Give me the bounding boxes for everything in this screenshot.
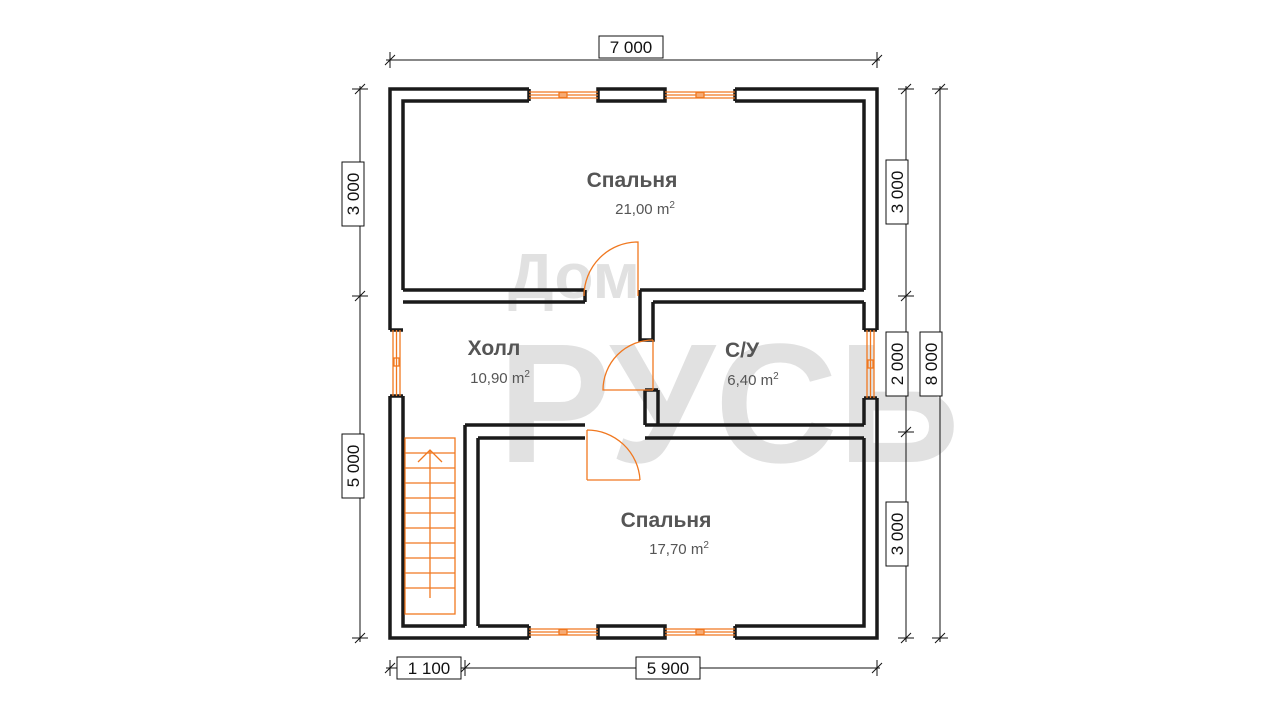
room-name: Спальня [621,509,712,532]
svg-text:5 000: 5 000 [344,445,363,488]
room-bedroom-south: Спальня 17,70 m2 [621,509,712,558]
svg-text:3 000: 3 000 [888,513,907,556]
outer-wall-north-inner [401,99,529,290]
svg-text:8 000: 8 000 [922,343,941,386]
staircase [404,437,456,615]
svg-text:1 100: 1 100 [408,659,451,678]
watermark-text-bottom: РУСЬ [498,309,960,499]
svg-text:2 000: 2 000 [888,343,907,386]
door-bedroom1 [583,241,639,297]
window-north-1 [529,91,598,99]
dim-right-middle: 2 000 [885,331,909,397]
room-labels: Спальня 21,00 m2 Холл 10,90 m2 С/У 6,40 … [468,169,780,558]
dim-bottom-left: 1 100 [396,656,462,680]
windows [392,91,875,636]
dimension-labels: 7 000 1 100 5 900 3 000 5 000 3 000 2 00… [341,35,943,680]
door-bathroom [602,339,654,391]
partition-bedroom1-south [403,288,587,304]
svg-text:5 900: 5 900 [647,659,690,678]
window-south-2 [665,628,735,636]
outer-wall-west-upper [388,87,529,330]
watermark-logo: Дом РУСЬ [498,240,960,499]
room-area: 17,70 m2 [649,540,709,558]
outer-wall-north-inner-right [735,99,866,290]
dim-top-total: 7 000 [598,35,664,59]
partition-bedroom1-south-right [638,288,864,304]
dim-right-top: 3 000 [885,159,909,225]
outer-wall-west-lower [388,396,529,640]
partition-stair-left [401,396,529,628]
room-hall: Холл 10,90 m2 [468,337,531,387]
room-name: Холл [468,337,521,360]
dim-right-total: 8 000 [919,331,943,397]
dim-left-lower: 5 000 [341,433,365,499]
outer-wall-southeast [735,398,879,640]
svg-text:3 000: 3 000 [344,173,363,216]
doors [583,241,654,481]
outer-wall-north-mid [596,87,667,103]
room-bedroom-north: Спальня 21,00 m2 [587,169,678,218]
svg-text:7 000: 7 000 [610,38,653,57]
partition-bedroom2-north [463,423,585,626]
walls [388,87,879,640]
partition-bath-south [645,423,864,440]
outer-wall-northeast [735,87,879,330]
room-area: 10,90 m2 [470,369,530,387]
window-north-2 [665,91,735,99]
room-area: 6,40 m2 [727,371,779,389]
inner-wall-south-right [735,438,866,628]
door-bedroom2 [586,429,641,481]
dim-left-upper: 3 000 [341,161,365,227]
stair-direction-arrow [417,449,443,598]
window-south-1 [529,628,598,636]
room-bathroom: С/У 6,40 m2 [725,339,779,389]
dim-right-bottom: 3 000 [885,501,909,567]
room-name: С/У [725,339,760,362]
watermark-text-top: Дом [508,240,640,312]
svg-text:3 000: 3 000 [888,171,907,214]
window-east [866,330,875,398]
dim-bottom-right: 5 900 [635,656,701,680]
outer-wall-south-mid [596,624,667,640]
room-area: 21,00 m2 [615,200,675,218]
window-west [392,330,401,396]
room-name: Спальня [587,169,678,192]
